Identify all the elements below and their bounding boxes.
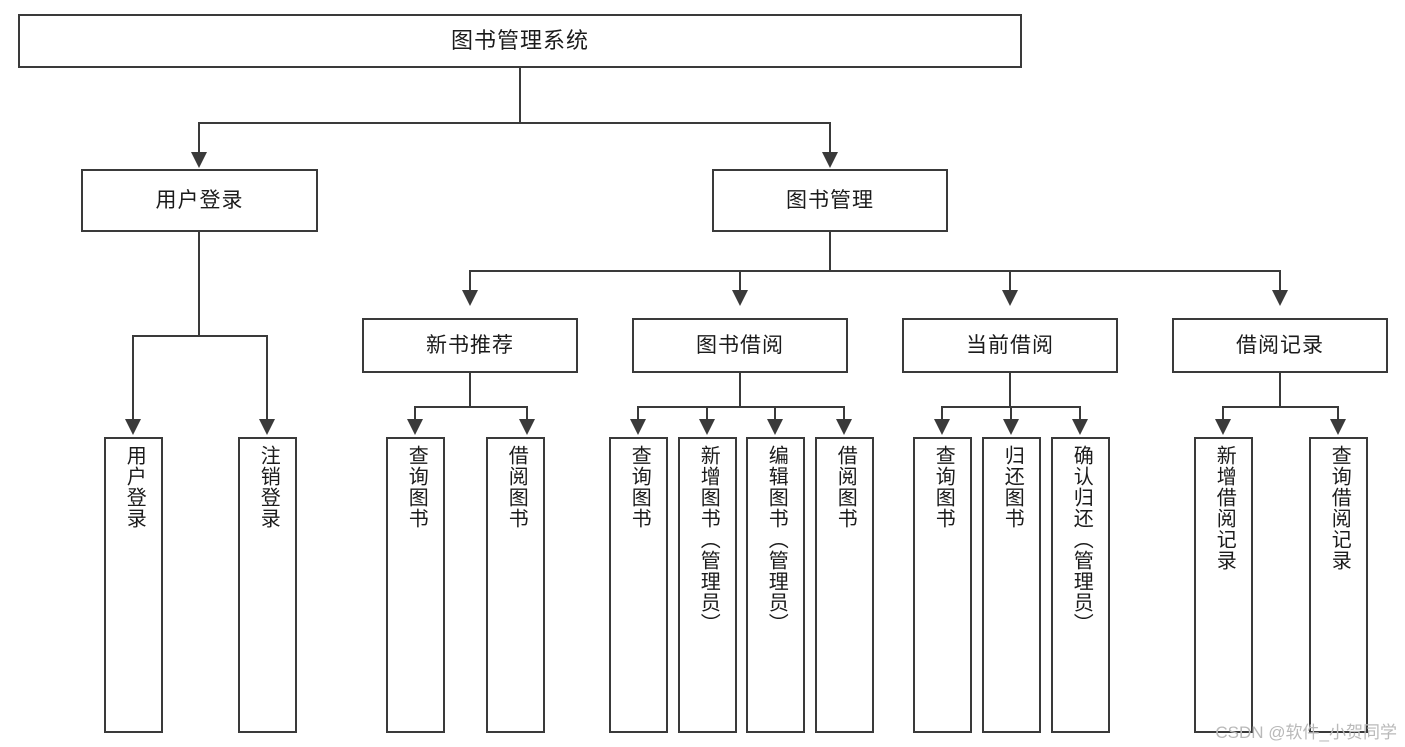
node-borrow-record[interactable]: 借阅记录 <box>1172 318 1388 373</box>
node-label: 用户登录 <box>155 188 244 212</box>
arrow-to-bb-leaf-2 <box>699 419 715 435</box>
node-label: 当前借阅 <box>966 333 1054 357</box>
connector-drop-bb-leaf-3 <box>774 406 776 421</box>
leaf-user-login-logout[interactable]: 注销登录 <box>238 437 297 733</box>
arrow-to-cb-leaf-1 <box>934 419 950 435</box>
leaf-label: 借阅图书 <box>834 445 857 529</box>
leaf-label: 查询图书 <box>628 445 651 529</box>
connector-drop-book-borrow <box>739 270 741 292</box>
node-user-login[interactable]: 用户登录 <box>81 169 318 232</box>
leaf-label: 新增图书（管理员） <box>697 445 720 634</box>
connector-bus-level3 <box>469 270 1281 272</box>
leaf-label: 用户登录 <box>123 445 146 529</box>
connector-drop-user-login <box>198 122 200 154</box>
arrow-to-nbr-leaf-1 <box>407 419 423 435</box>
connector-drop-bb-leaf-4 <box>843 406 845 421</box>
leaf-label: 查询借阅记录 <box>1328 445 1351 571</box>
node-label: 新书推荐 <box>426 333 514 357</box>
connector-drop-cb-leaf-1 <box>941 406 943 421</box>
arrow-to-borrow-record <box>1272 290 1288 306</box>
watermark-text: CSDN @软件_小贺同学 <box>1215 723 1397 742</box>
connector-drop-cb-leaf-3 <box>1079 406 1081 421</box>
leaf-user-login-login[interactable]: 用户登录 <box>104 437 163 733</box>
connector-drop-cb-leaf-2 <box>1010 406 1012 421</box>
leaf-label: 确认归还（管理员） <box>1070 445 1093 634</box>
arrow-to-current-borrow <box>1002 290 1018 306</box>
leaf-bb-add-book-admin[interactable]: 新增图书（管理员） <box>678 437 737 733</box>
node-book-management[interactable]: 图书管理 <box>712 169 948 232</box>
leaf-label: 注销登录 <box>257 445 280 529</box>
arrow-to-cb-leaf-3 <box>1072 419 1088 435</box>
connector-bus-level1 <box>198 122 831 124</box>
connector-drop-bb-leaf-2 <box>706 406 708 421</box>
node-label: 图书借阅 <box>696 333 784 357</box>
leaf-br-add-record[interactable]: 新增借阅记录 <box>1194 437 1253 733</box>
connector-root-stem <box>519 68 521 123</box>
node-label: 借阅记录 <box>1236 333 1324 357</box>
arrow-to-nbr-leaf-2 <box>519 419 535 435</box>
arrow-to-bb-leaf-4 <box>836 419 852 435</box>
leaf-label: 归还图书 <box>1001 445 1024 529</box>
connector-drop-leaf-user-login-1 <box>132 335 134 421</box>
leaf-nbr-borrow-book[interactable]: 借阅图书 <box>486 437 545 733</box>
connector-drop-nbr-leaf-2 <box>526 406 528 421</box>
connector-drop-leaf-user-login-2 <box>266 335 268 421</box>
leaf-label: 查询图书 <box>932 445 955 529</box>
leaf-nbr-query-book[interactable]: 查询图书 <box>386 437 445 733</box>
leaf-br-query-record[interactable]: 查询借阅记录 <box>1309 437 1368 733</box>
connector-drop-current-borrow <box>1009 270 1011 292</box>
arrow-to-book-management <box>822 152 838 168</box>
leaf-cb-return-book[interactable]: 归还图书 <box>982 437 1041 733</box>
connector-bus-new-book-recommend <box>414 406 528 408</box>
leaf-label: 查询图书 <box>405 445 428 529</box>
arrow-to-new-book-recommend <box>462 290 478 306</box>
connector-drop-nbr-leaf-1 <box>414 406 416 421</box>
arrow-to-br-leaf-1 <box>1215 419 1231 435</box>
connector-bus-book-borrow <box>637 406 845 408</box>
arrow-to-leaf-user-login-1 <box>125 419 141 435</box>
leaf-cb-query-book[interactable]: 查询图书 <box>913 437 972 733</box>
node-new-book-recommend[interactable]: 新书推荐 <box>362 318 578 373</box>
node-label: 图书管理 <box>786 188 874 212</box>
connector-drop-book-management <box>829 122 831 154</box>
leaf-bb-borrow-book[interactable]: 借阅图书 <box>815 437 874 733</box>
connector-borrow-record-stem <box>1279 373 1281 407</box>
arrow-to-bb-leaf-3 <box>767 419 783 435</box>
node-root-book-management-system[interactable]: 图书管理系统 <box>18 14 1022 68</box>
arrow-to-book-borrow <box>732 290 748 306</box>
arrow-to-cb-leaf-2 <box>1003 419 1019 435</box>
connector-book-management-stem <box>829 232 831 271</box>
connector-bus-borrow-record <box>1222 406 1339 408</box>
connector-current-borrow-stem <box>1009 373 1011 407</box>
arrow-to-br-leaf-2 <box>1330 419 1346 435</box>
leaf-label: 编辑图书（管理员） <box>765 445 788 634</box>
node-current-borrow[interactable]: 当前借阅 <box>902 318 1118 373</box>
connector-new-book-recommend-stem <box>469 373 471 407</box>
connector-book-borrow-stem <box>739 373 741 407</box>
connector-drop-new-book-recommend <box>469 270 471 292</box>
connector-bus-user-login <box>132 335 268 337</box>
connector-drop-bb-leaf-1 <box>637 406 639 421</box>
arrow-to-leaf-user-login-2 <box>259 419 275 435</box>
connector-drop-br-leaf-1 <box>1222 406 1224 421</box>
leaf-bb-edit-book-admin[interactable]: 编辑图书（管理员） <box>746 437 805 733</box>
arrow-to-bb-leaf-1 <box>630 419 646 435</box>
connector-drop-borrow-record <box>1279 270 1281 292</box>
node-label: 图书管理系统 <box>450 27 589 53</box>
connector-user-login-stem <box>198 232 200 336</box>
leaf-bb-query-book[interactable]: 查询图书 <box>609 437 668 733</box>
node-book-borrow[interactable]: 图书借阅 <box>632 318 848 373</box>
connector-drop-br-leaf-2 <box>1337 406 1339 421</box>
arrow-to-user-login <box>191 152 207 168</box>
leaf-label: 新增借阅记录 <box>1213 445 1236 571</box>
leaf-label: 借阅图书 <box>505 445 528 529</box>
leaf-cb-confirm-return-admin[interactable]: 确认归还（管理员） <box>1051 437 1110 733</box>
